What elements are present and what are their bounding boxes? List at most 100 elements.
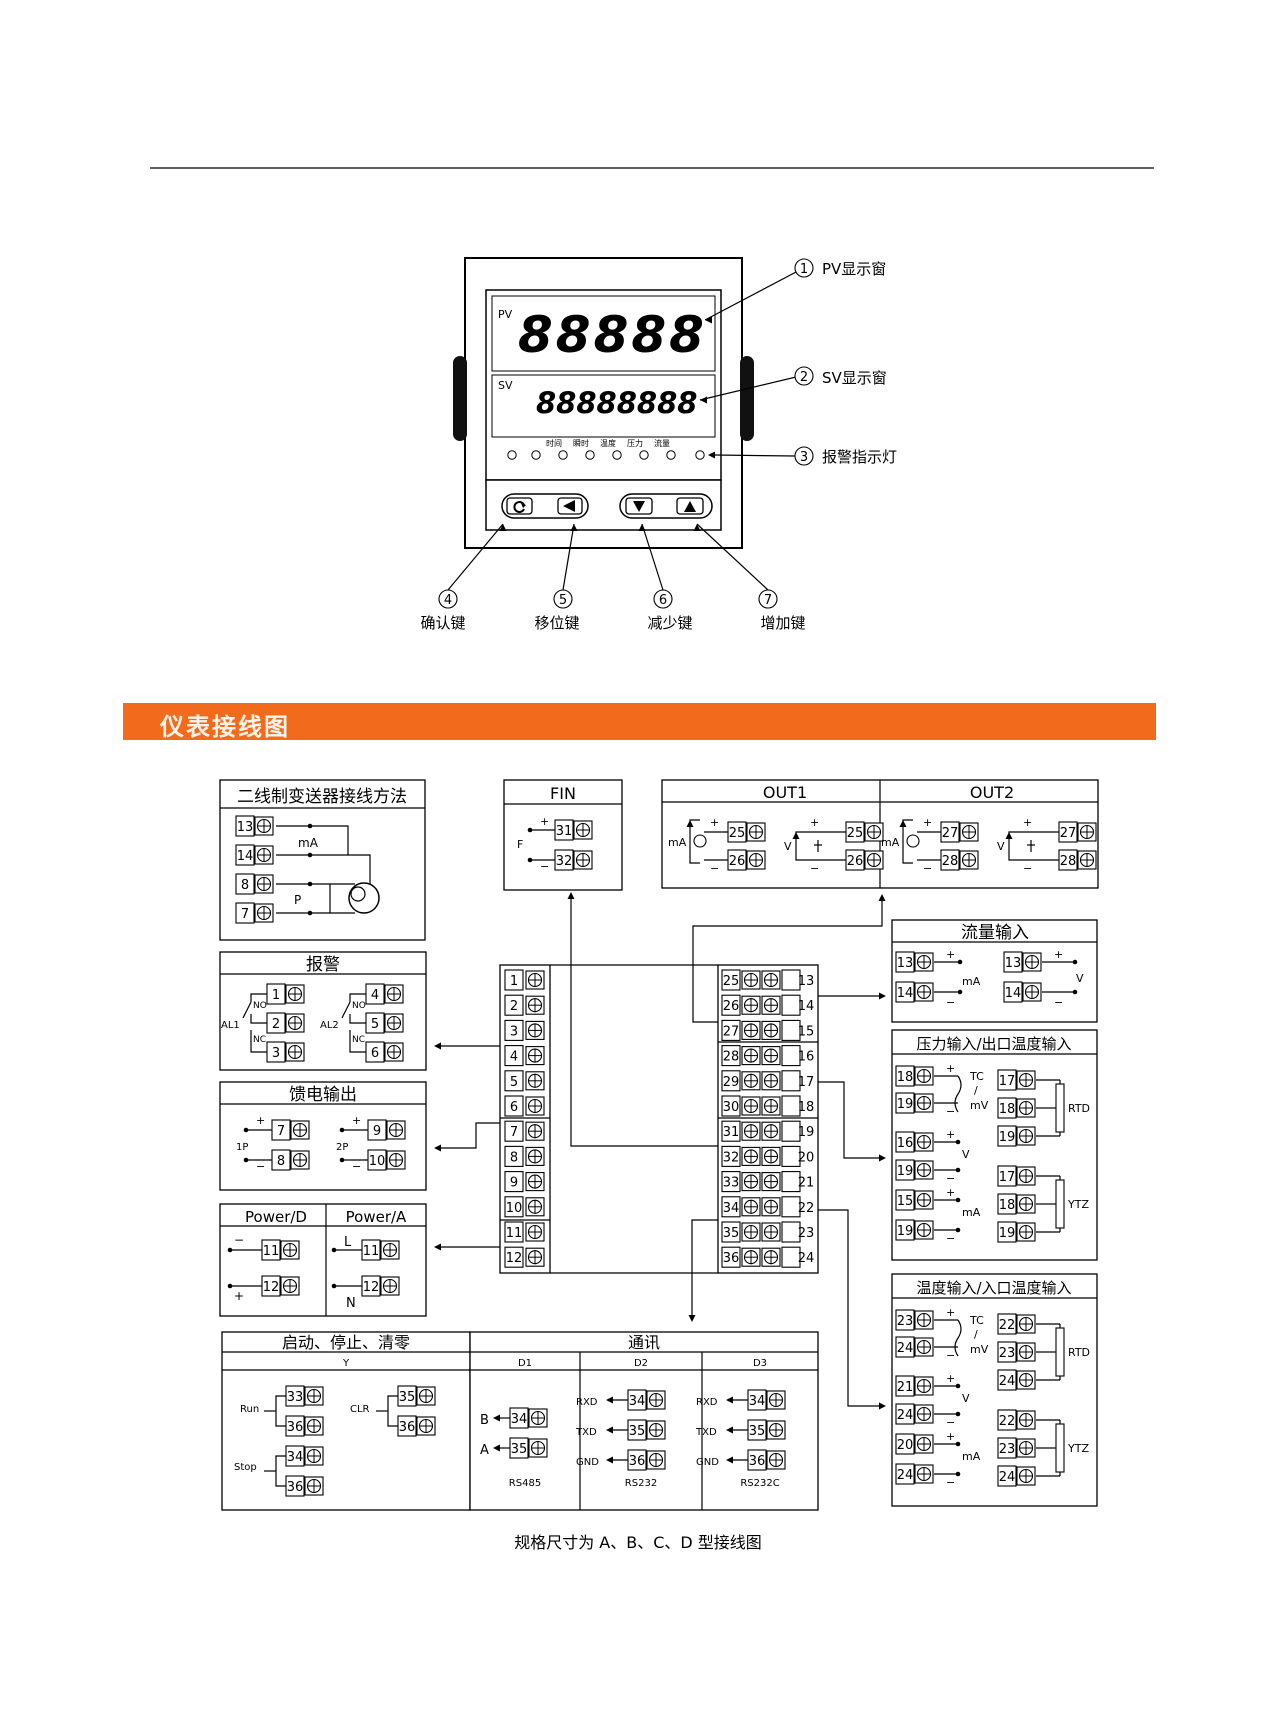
v-label: V [962, 1392, 970, 1405]
confirm-key[interactable] [506, 497, 533, 515]
terminal: 7 [271, 1119, 310, 1141]
arrowhead [726, 1426, 733, 1434]
f-label: F [517, 838, 523, 851]
label: + [352, 1114, 361, 1127]
screw-terminal-icon [761, 970, 781, 990]
decrease-key[interactable] [625, 497, 653, 515]
terminal-number-box [781, 994, 801, 1016]
power-d-title: Power/D [245, 1208, 307, 1226]
terminal: 27 [1058, 821, 1097, 843]
screw-terminal-icon [1016, 1466, 1036, 1486]
screw-terminal-icon [285, 984, 305, 1004]
power-a-title: Power/A [346, 1208, 407, 1226]
wire [349, 1030, 366, 1053]
screw-terminal-icon [280, 1240, 300, 1260]
terminal-number-box [997, 1193, 1017, 1215]
terminal-number: 20 [798, 1150, 815, 1165]
arrowhead [686, 820, 694, 827]
terminal-number: 5 [510, 1075, 518, 1090]
terminal: 13 [1003, 951, 1042, 973]
alarm-title: 报警 [306, 955, 340, 975]
terminal-number: 25 [723, 974, 740, 989]
terminal-number: 36 [287, 1480, 304, 1495]
screw-terminal-icon [304, 1476, 324, 1496]
v-loop [795, 831, 808, 861]
screw-terminal-icon [766, 1390, 786, 1410]
terminal: 11 [261, 1239, 300, 1261]
terminal-number: 14 [237, 849, 254, 864]
terminal-dot [227, 1283, 233, 1289]
terminal-number: 26 [847, 854, 864, 869]
wire [250, 1030, 267, 1053]
terminal-number: 28 [1060, 854, 1077, 869]
screw-terminal-icon [746, 822, 766, 842]
arrowhead [878, 894, 886, 901]
comm-title: 通讯 [628, 1333, 660, 1352]
ytz-label: YTZ [1067, 1198, 1089, 1211]
terminal-number: 2 [272, 1017, 280, 1032]
terminal: 36 [747, 1449, 786, 1471]
terminal-number-box [721, 1145, 741, 1167]
arrowhead [879, 1402, 886, 1410]
label: − [1023, 862, 1032, 875]
terminal-number: 27 [1060, 826, 1077, 841]
screw-terminal-icon [1016, 1370, 1036, 1390]
callout-number: 4 [444, 593, 452, 608]
terminal-number: 36 [287, 1420, 304, 1435]
shift-key[interactable] [557, 497, 583, 515]
ma-label: mA [881, 836, 900, 849]
indicator-led [585, 450, 595, 460]
wire [250, 993, 267, 1002]
terminal-number: 11 [363, 1244, 380, 1259]
callout-label: SV显示窗 [822, 369, 887, 387]
label: + [946, 1062, 955, 1075]
increase-key[interactable] [676, 497, 704, 515]
no-label: NO [253, 1001, 267, 1011]
current-source-icon [906, 834, 920, 848]
wire [341, 1001, 351, 1019]
terminal: 36 [397, 1415, 436, 1437]
v-label: V [1076, 972, 1084, 985]
terminal: 5 [365, 1012, 404, 1034]
terminal: 36 [285, 1475, 324, 1497]
wire-to-pressure [818, 1081, 880, 1159]
sv-tag: SV [498, 379, 513, 392]
screw-terminal-icon [525, 1222, 545, 1242]
terminal-number-box [997, 1097, 1017, 1119]
label: + [256, 1114, 265, 1127]
screw-terminal-icon [1016, 1098, 1036, 1118]
terminal-number: 19 [999, 1130, 1016, 1145]
terminal-number: 23 [999, 1442, 1016, 1457]
arrowhead [493, 1444, 500, 1452]
screw-terminal-icon [254, 874, 274, 894]
terminal: 31 [554, 819, 593, 841]
terminal-number: 14 [1005, 986, 1022, 1001]
screw-terminal-icon [914, 1093, 934, 1113]
terminal-number: 18 [897, 1070, 914, 1085]
callout-number-circle [794, 446, 814, 466]
screw-terminal-icon [741, 1172, 761, 1192]
terminal: 12 [261, 1275, 300, 1297]
screw-terminal-icon [525, 995, 545, 1015]
terminal: 19 [997, 1221, 1036, 1243]
terminal-dot [955, 1411, 961, 1417]
terminal-number: 13 [897, 956, 914, 971]
arrowhead [705, 316, 712, 324]
label: + [234, 1289, 244, 1303]
terminal: 26 [845, 849, 884, 871]
terminal-number: 22 [798, 1201, 815, 1216]
screw-terminal-icon [525, 1197, 545, 1217]
terminal: 36 [285, 1415, 324, 1437]
screw-terminal-icon [914, 982, 934, 1002]
terminal-number: 7 [241, 907, 249, 922]
terminal-number: 31 [556, 824, 573, 839]
v-loop [1008, 831, 1021, 861]
out1-title: OUT1 [763, 783, 807, 802]
wire-to-fin [570, 898, 718, 1147]
indicator-led [639, 450, 649, 460]
terminal-number-box [895, 1403, 915, 1425]
terminal-number: 15 [897, 1194, 914, 1209]
comm-label: RXD [696, 1397, 718, 1408]
terminal-dot [527, 827, 533, 833]
terminal: 17 [997, 1165, 1036, 1187]
